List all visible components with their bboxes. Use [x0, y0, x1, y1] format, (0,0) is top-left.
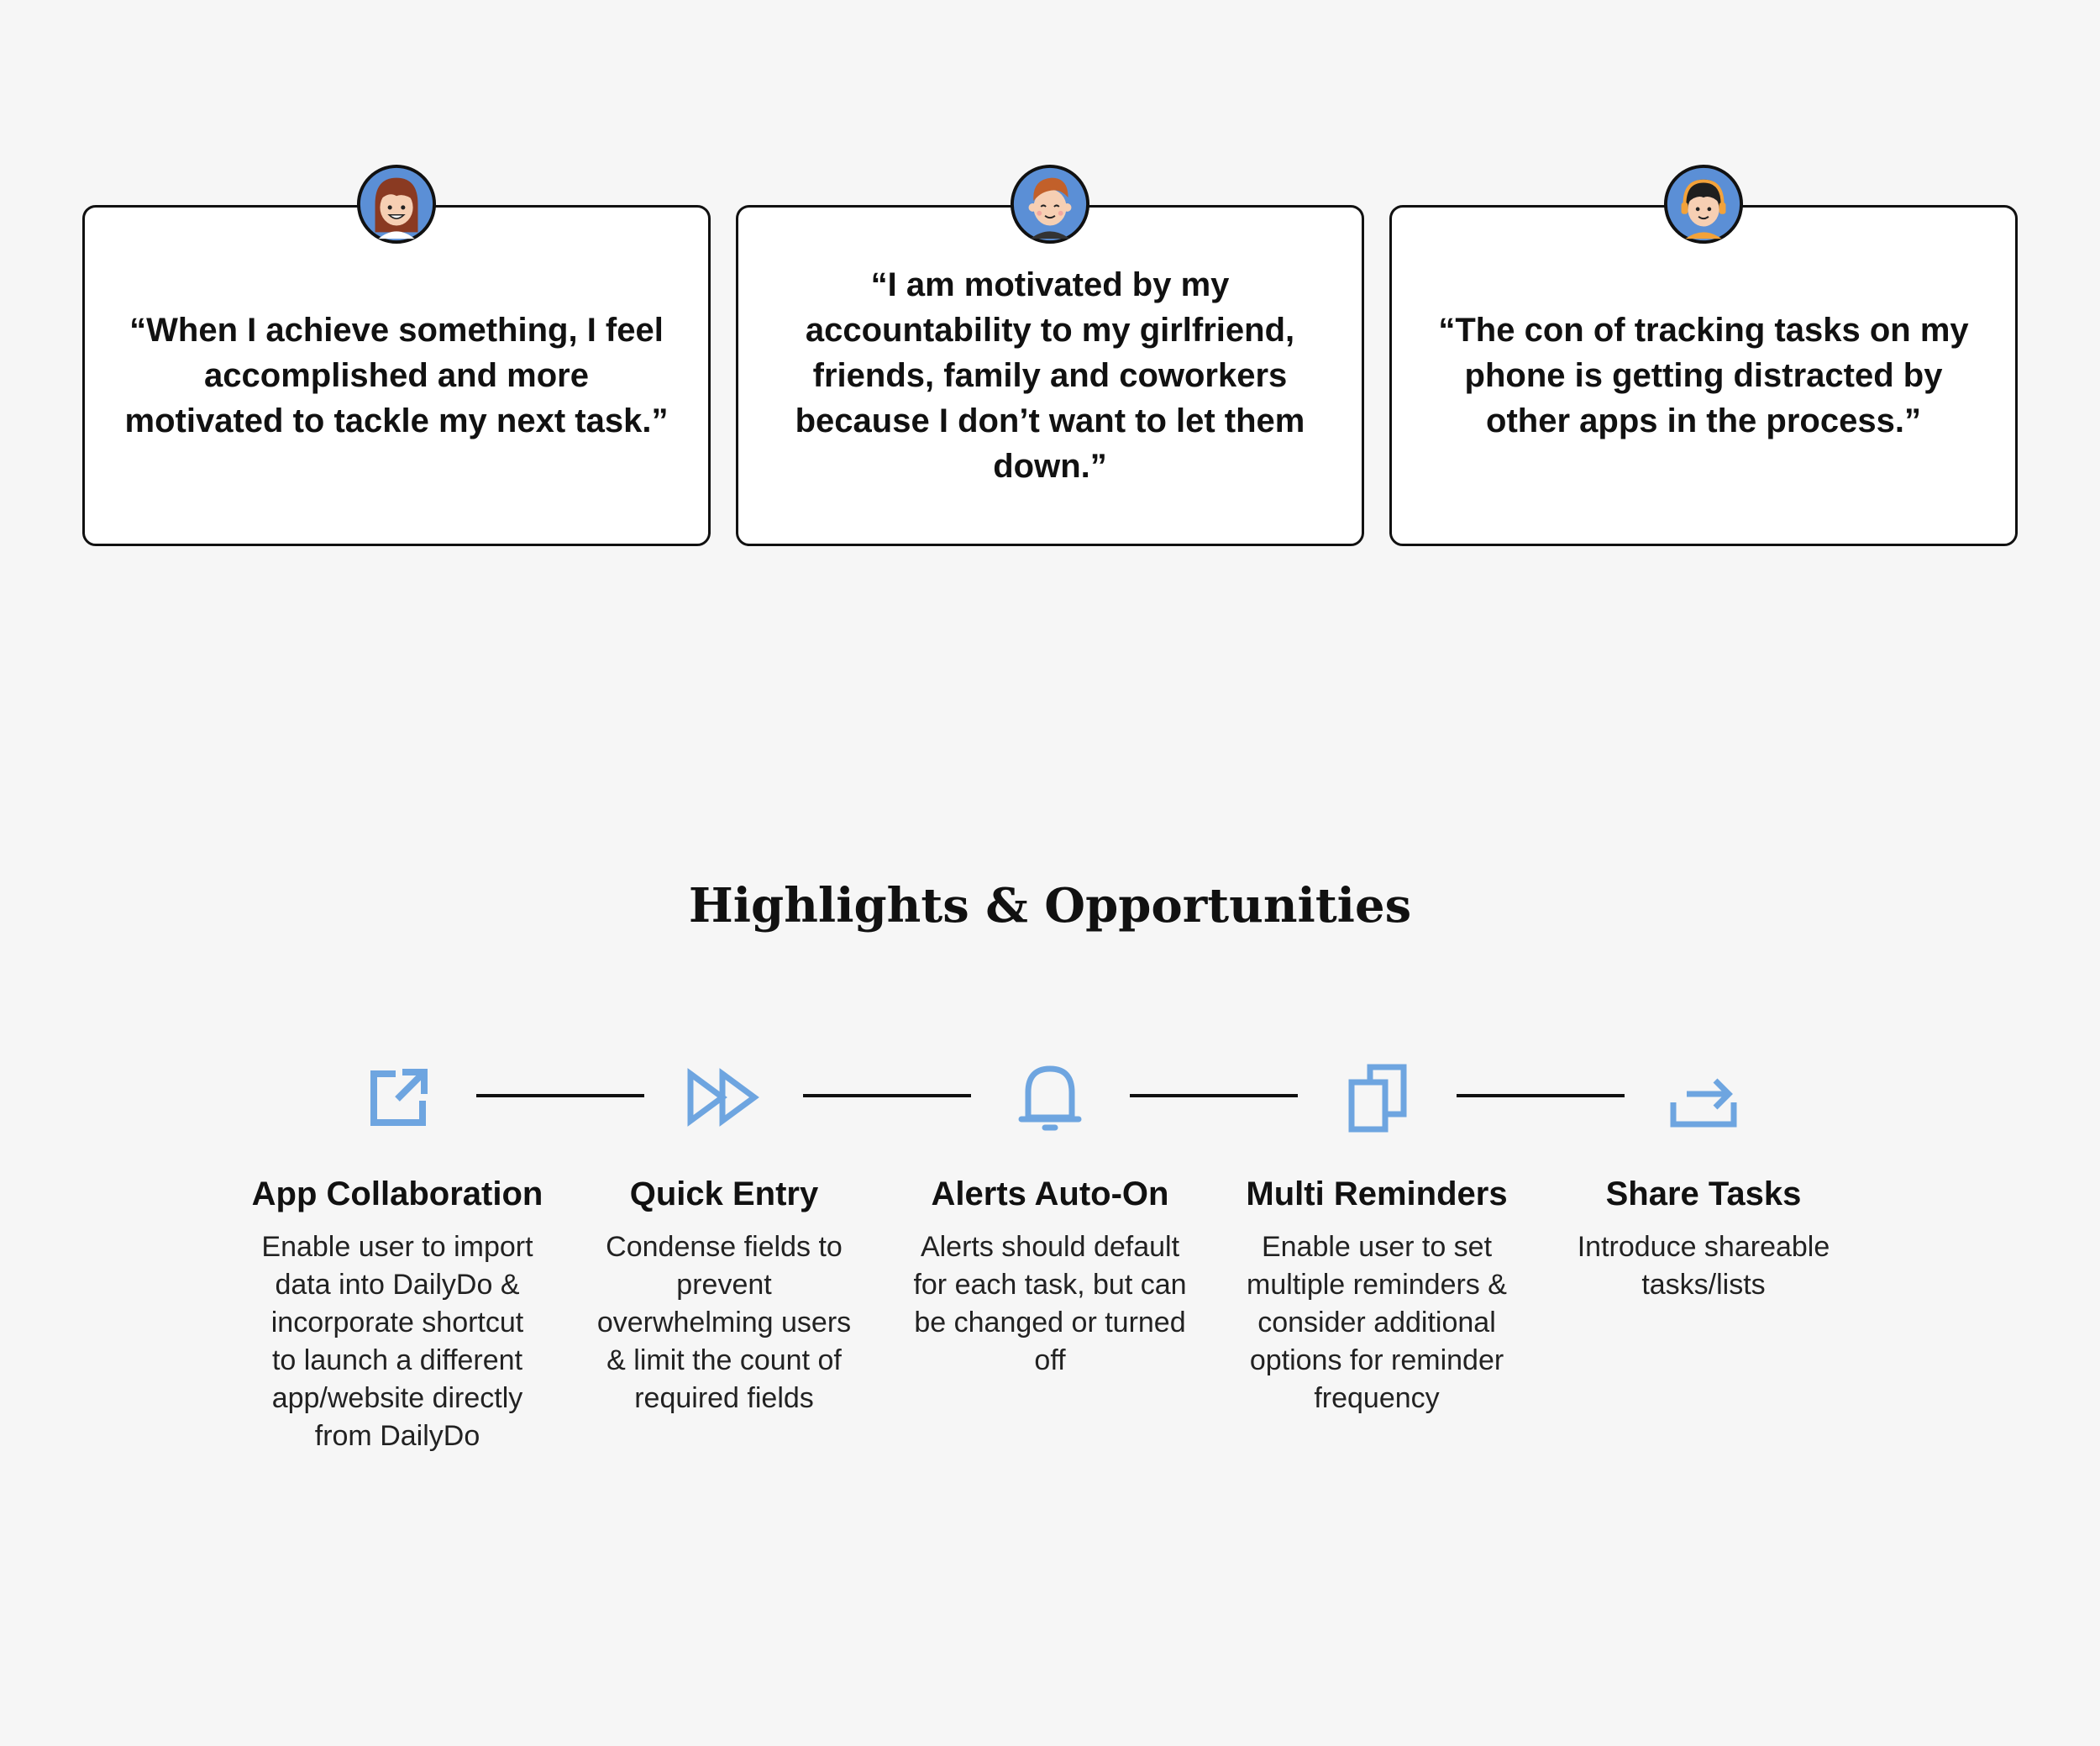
quote-text: “When I achieve something, I feel accomp… [124, 312, 669, 439]
connector-line [476, 1094, 644, 1097]
connector-line [1130, 1094, 1298, 1097]
feature-description: Alerts should default for each task, but… [913, 1231, 1187, 1376]
feature-app-collaboration: App Collaboration Enable user to import … [242, 1055, 553, 1455]
feature-description: Enable user to import data into DailyDo … [261, 1231, 533, 1452]
feature-title: Alerts Auto-On [931, 1175, 1169, 1212]
quote-card-1: “When I achieve something, I feel accomp… [82, 205, 711, 546]
connector-line [803, 1094, 971, 1097]
feature-description: Introduce shareable tasks/lists [1577, 1231, 1830, 1301]
feature-share-tasks: Share Tasks Introduce shareable tasks/li… [1548, 1055, 1859, 1304]
bell-icon [1018, 1065, 1082, 1131]
feature-title: App Collaboration [251, 1175, 543, 1212]
copy-icon [1348, 1064, 1407, 1133]
feature-title: Quick Entry [629, 1175, 819, 1212]
external-link-icon [370, 1069, 428, 1126]
woman-avatar-icon [355, 163, 438, 245]
quote-text: “The con of tracking tasks on my phone i… [1438, 312, 1969, 439]
connector-line [1457, 1094, 1625, 1097]
feature-quick-entry: Quick Entry Condense fields to prevent o… [569, 1055, 879, 1417]
feature-alerts-auto-on: Alerts Auto-On Alerts should default for… [895, 1055, 1205, 1380]
woman-headset-avatar-icon [1662, 163, 1745, 245]
share-icon [1670, 1078, 1737, 1128]
fast-forward-icon [687, 1068, 759, 1127]
quote-card-3: “The con of tracking tasks on my phone i… [1389, 205, 2018, 546]
section-title: Highlights & Opportunities [688, 878, 1412, 933]
feature-description: Enable user to set multiple reminders & … [1247, 1231, 1507, 1414]
feature-description: Condense fields to prevent overwhelming … [596, 1231, 852, 1414]
man-avatar-icon [1009, 163, 1091, 245]
feature-multi-reminders: Multi Reminders Enable user to set multi… [1221, 1055, 1532, 1417]
feature-title: Share Tasks [1605, 1175, 1802, 1212]
quote-text: “I am motivated by my accountability to … [795, 266, 1305, 485]
quote-card-2: “I am motivated by my accountability to … [736, 205, 1364, 546]
feature-title: Multi Reminders [1246, 1175, 1508, 1212]
